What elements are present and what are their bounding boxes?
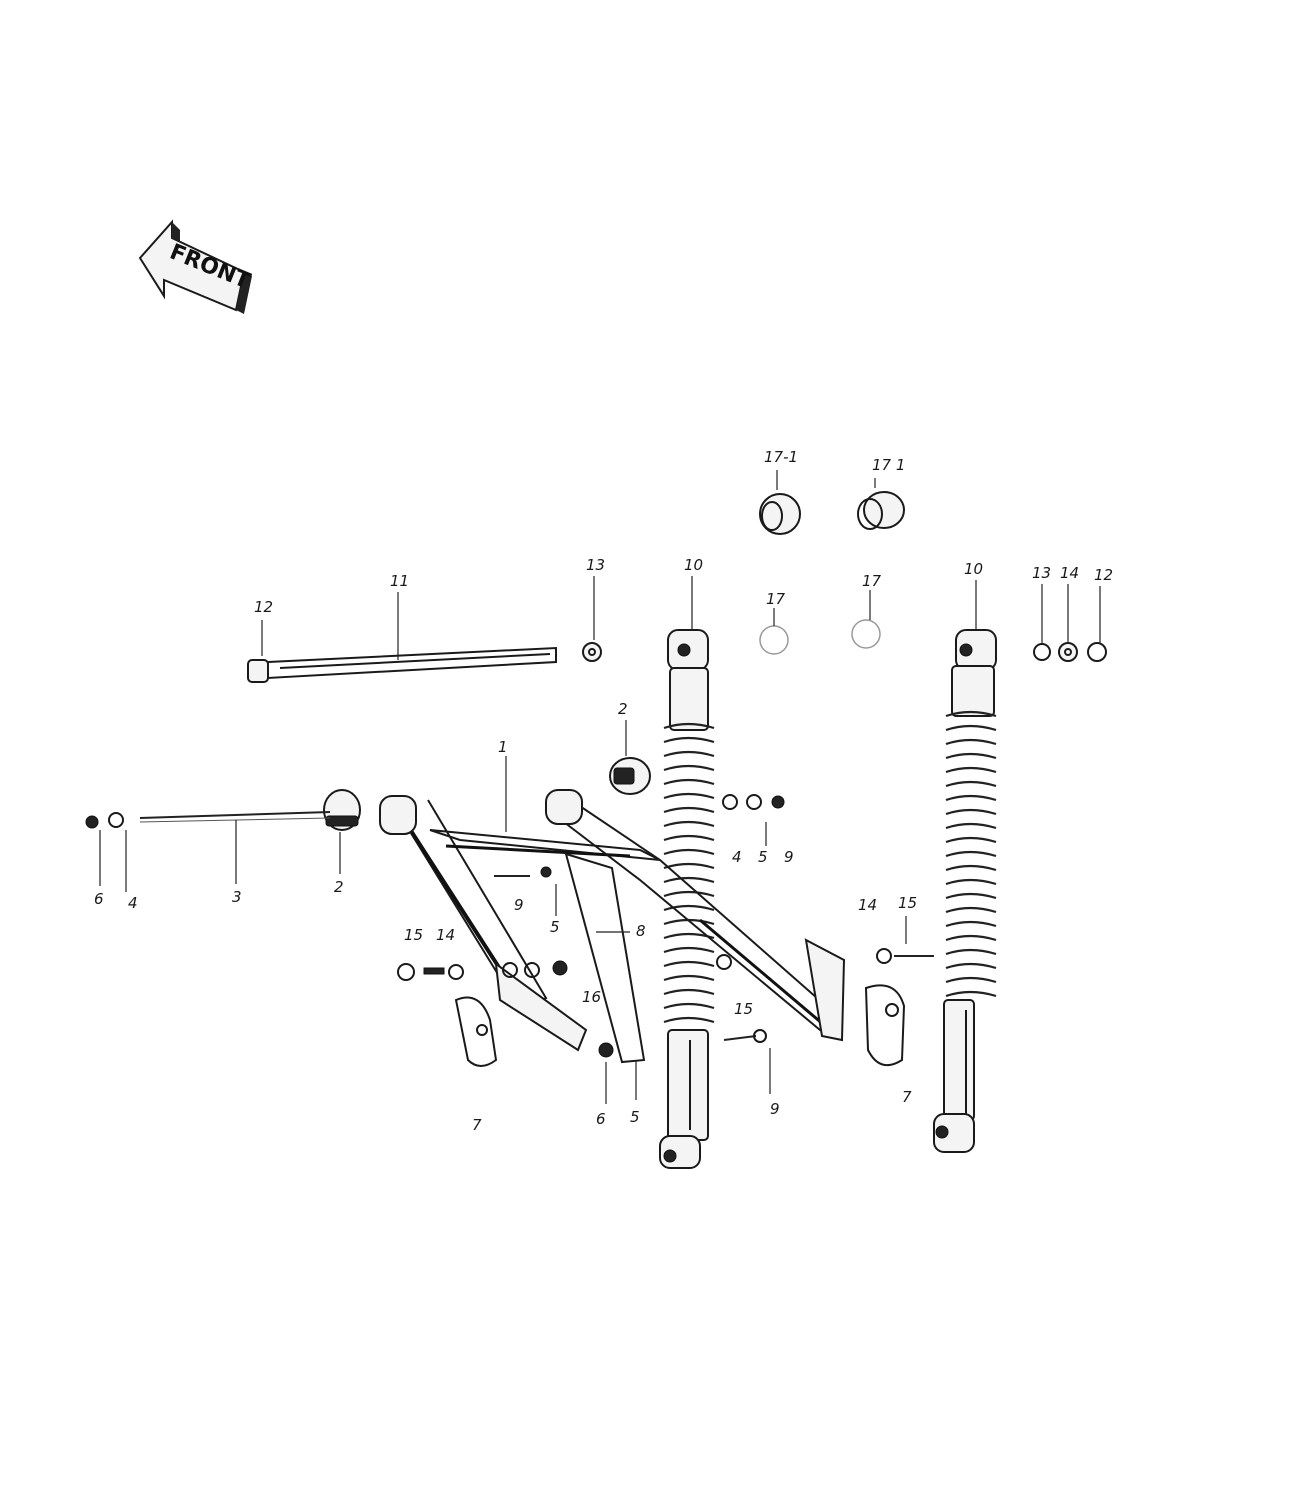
plate-left [454,996,498,1067]
callout-17-1-left: 17-1 [764,448,798,466]
callout-4-right: 4 [732,848,742,866]
nut-washer-set-right [1033,642,1107,662]
callout-16: 16 [582,988,601,1006]
bushing-left [323,789,361,831]
collar-17-1-right [857,491,905,530]
bushing-17-left [759,625,789,655]
callout-15-left: 15 [404,926,423,944]
callout-13-right: 13 [1032,564,1051,582]
plate-right [864,984,906,1067]
callout-9-bottom: 9 [770,1100,780,1118]
callout-14-left: 14 [436,926,455,944]
bushing-17-right [851,619,881,649]
callout-17-left: 17 [766,590,786,608]
callout-8: 8 [636,922,646,940]
callout-12-right: 12 [1094,566,1113,584]
front-arrow-icon: FRONT [138,219,253,314]
callout-14-right: 14 [858,896,877,914]
callout-10-left: 10 [684,556,703,574]
collar-17-1-left [759,493,801,535]
callout-5-bottom: 5 [630,1108,640,1126]
hardware-set-right [722,794,785,810]
callout-11: 11 [390,572,409,590]
leader-lines [99,470,1101,1104]
callout-4-left: 4 [128,894,138,912]
callout-2-right: 2 [618,700,628,718]
callout-7-right: 7 [902,1088,912,1106]
callout-2-left: 2 [334,878,344,896]
callout-13-left: 13 [586,556,605,574]
callout-10-right: 10 [964,560,983,578]
callout-1: 1 [498,738,508,756]
callout-15-mid: 15 [734,1000,753,1018]
callout-17-right: 17 [862,572,882,590]
swing-arm [379,789,846,1064]
callout-6-bottom: 6 [596,1110,606,1128]
callout-6-left: 6 [94,890,104,908]
bushing-right [609,757,651,795]
pivot-shaft [85,811,331,829]
callout-12-left: 12 [254,598,273,616]
callout-5-mid: 5 [550,918,560,936]
callout-3: 3 [232,888,242,906]
callout-9-mid: 9 [514,896,524,914]
shock-absorber-right [933,629,997,1153]
chain-adjuster-hardware [397,866,934,1058]
callout-17-1-right: 17 1 [872,456,905,474]
callout-5-right: 5 [758,848,768,866]
callout-9-right: 9 [784,848,794,866]
swing-arm-pivot-bolt [247,642,602,683]
callout-7-left: 7 [472,1116,482,1134]
callout-15-right: 15 [898,894,917,912]
callout-labels: 17-1 17 1 12 11 13 10 17 17 10 13 14 12 … [94,448,1113,1134]
shock-absorber-left [659,629,715,1169]
callout-14-top: 14 [1060,564,1079,582]
